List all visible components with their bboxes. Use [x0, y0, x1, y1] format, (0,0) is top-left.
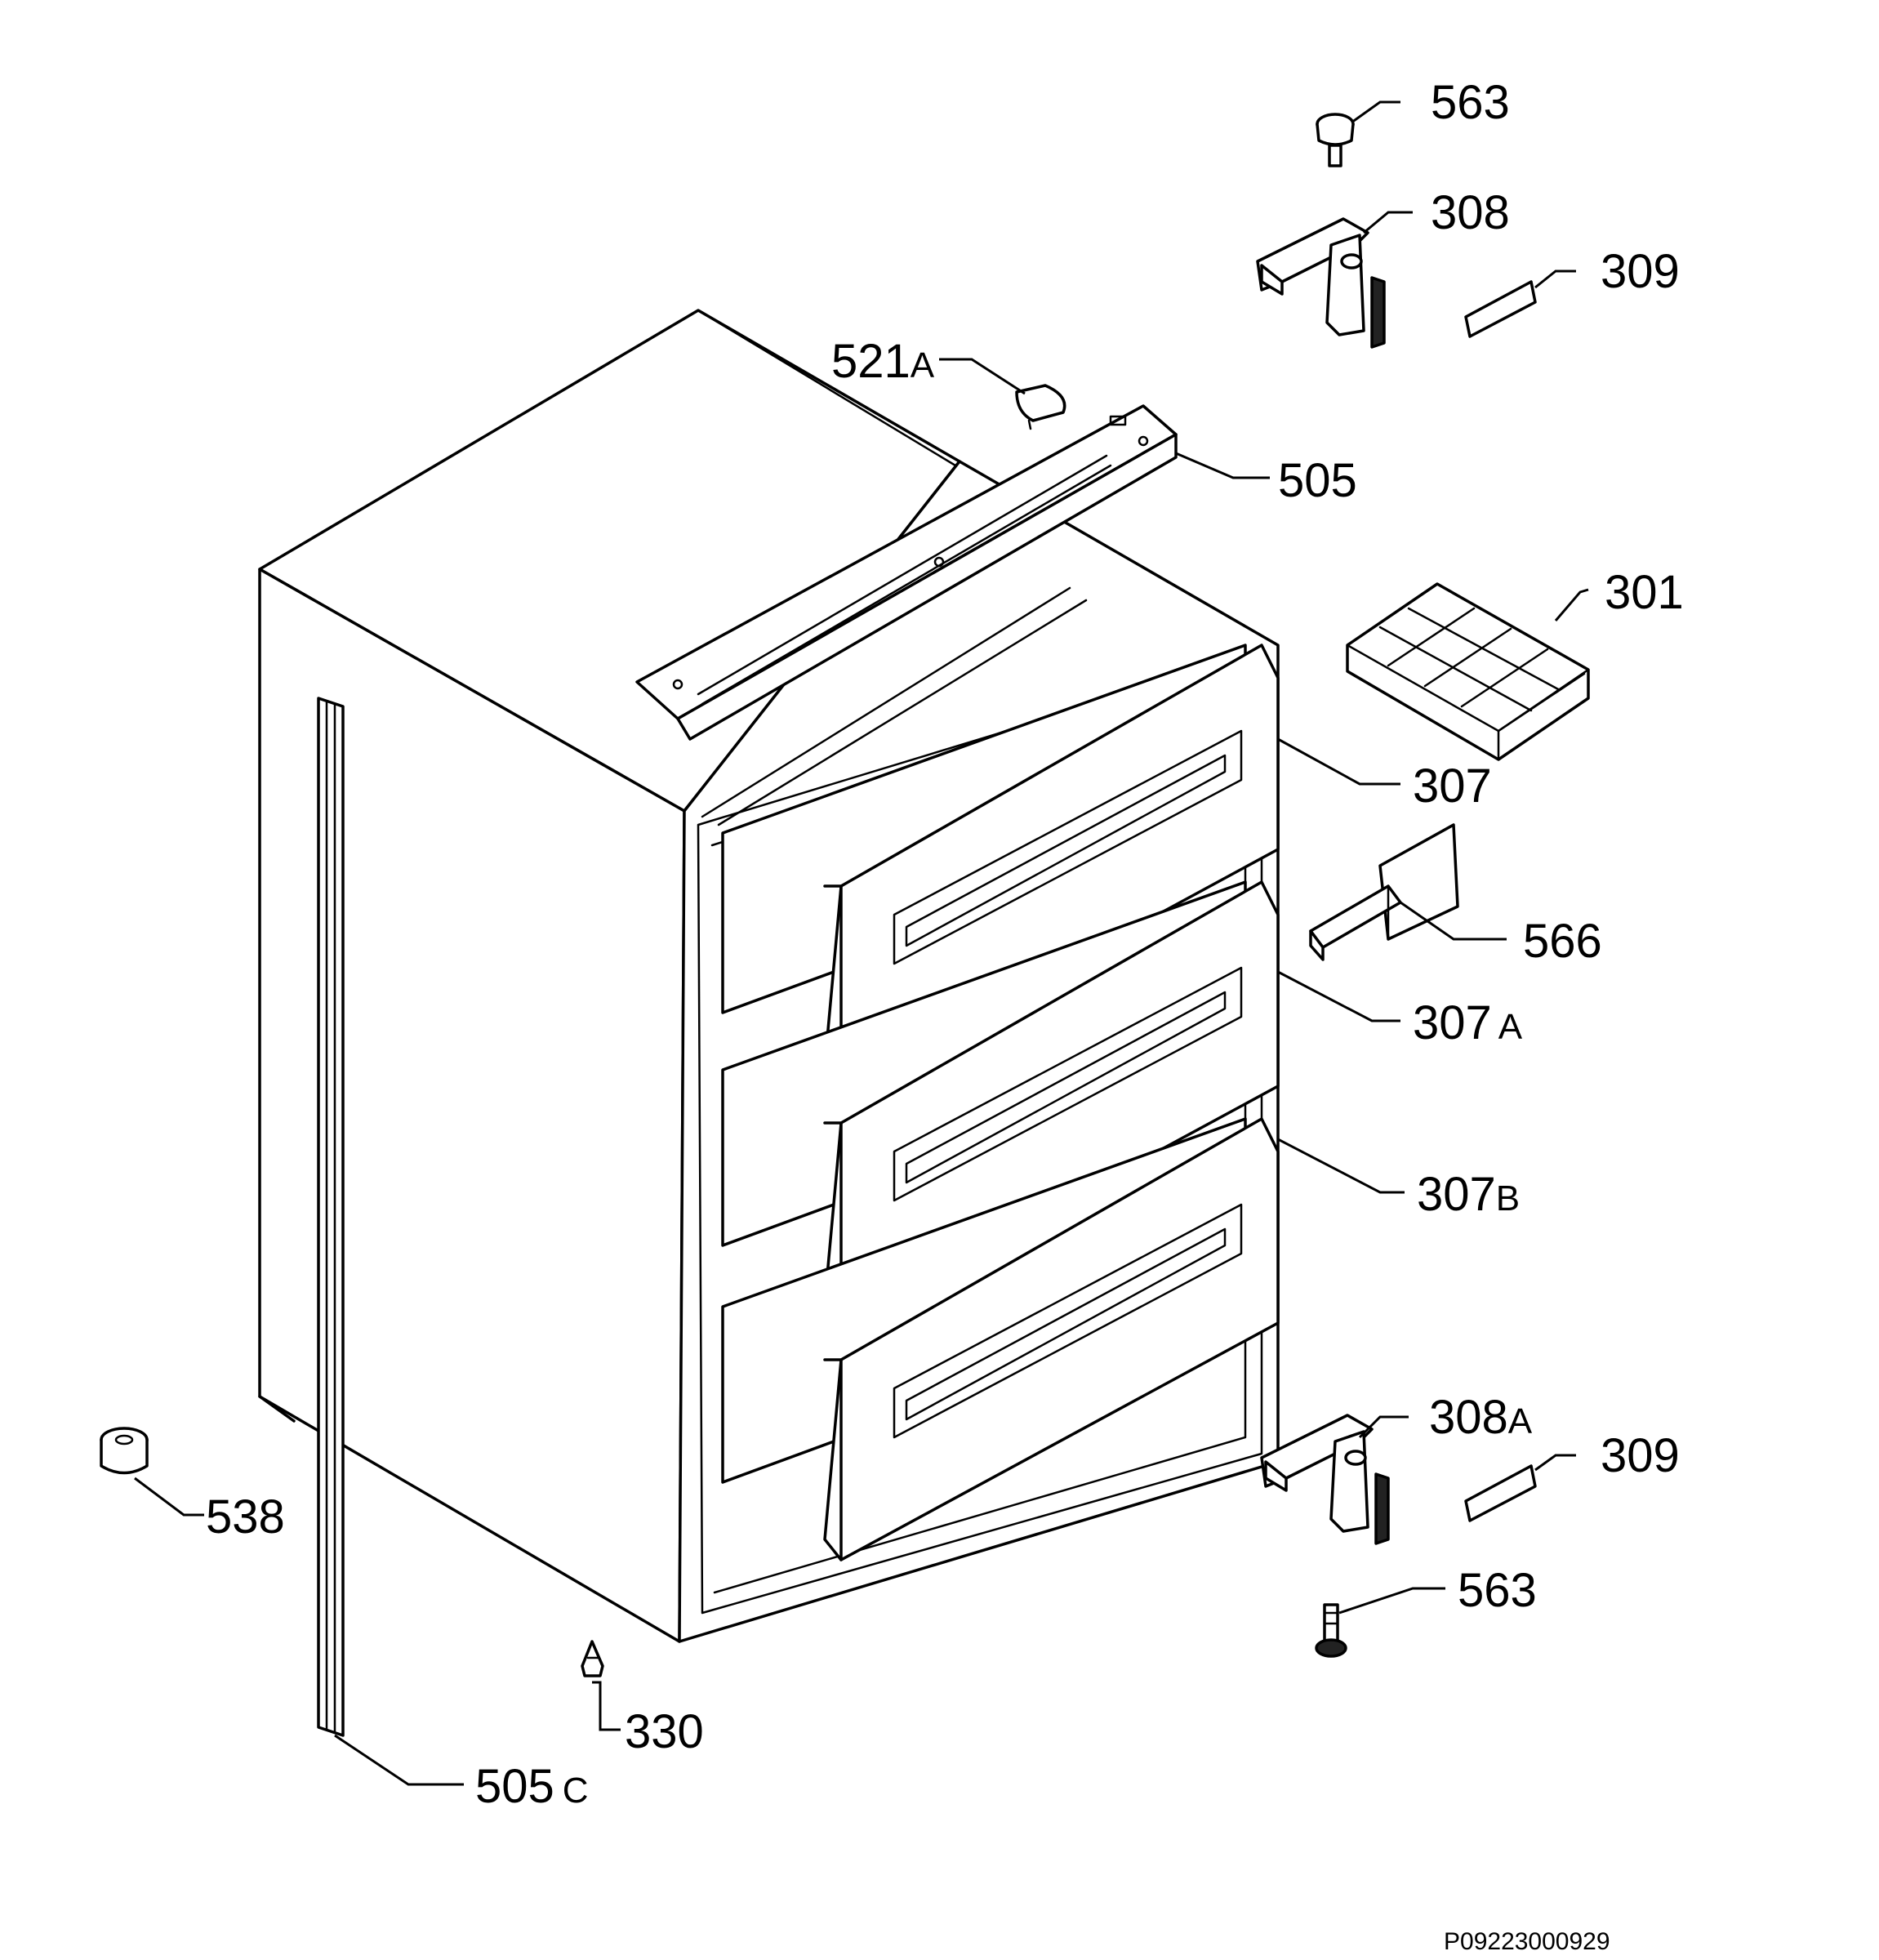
label-307b: 307B [1417, 1168, 1520, 1221]
ice-scraper-566 [1309, 823, 1459, 961]
hinge-bracket-308a [1260, 1414, 1390, 1545]
label-308: 308 [1431, 186, 1510, 239]
drawing-code: P09223000929 [1444, 1928, 1610, 1955]
drawer-307 [721, 644, 1280, 1088]
cap-521a [1015, 384, 1066, 430]
label-505: 505 [1278, 454, 1357, 507]
top-hinge-rail [635, 404, 1178, 741]
label-309-bottom: 309 [1601, 1429, 1680, 1482]
label-309-top: 309 [1601, 245, 1680, 298]
screw-563-top [1316, 113, 1355, 167]
screw-563-bottom [1315, 1603, 1347, 1658]
label-563-bottom: 563 [1458, 1564, 1537, 1617]
label-566: 566 [1523, 915, 1602, 968]
label-301: 301 [1605, 566, 1684, 619]
hinge-bracket-308 [1256, 217, 1386, 349]
label-538: 538 [206, 1490, 285, 1544]
label-563-top: 563 [1431, 76, 1510, 129]
drawer-307a [721, 880, 1280, 1325]
leader-lines [134, 100, 1589, 1786]
drawer-307b [721, 1117, 1280, 1561]
label-308a: 308A [1429, 1391, 1533, 1444]
label-521a: 521A [831, 335, 935, 388]
ice-cube-tray-301 [1346, 582, 1590, 761]
cover-plate-309-top [1464, 280, 1537, 338]
cover-plate-309-bottom [1464, 1464, 1537, 1522]
foot-538 [100, 1427, 149, 1475]
clip-330 [581, 1640, 604, 1677]
label-307: 307 [1413, 760, 1492, 813]
door-trim-strip [317, 697, 345, 1737]
label-330: 330 [625, 1705, 704, 1758]
